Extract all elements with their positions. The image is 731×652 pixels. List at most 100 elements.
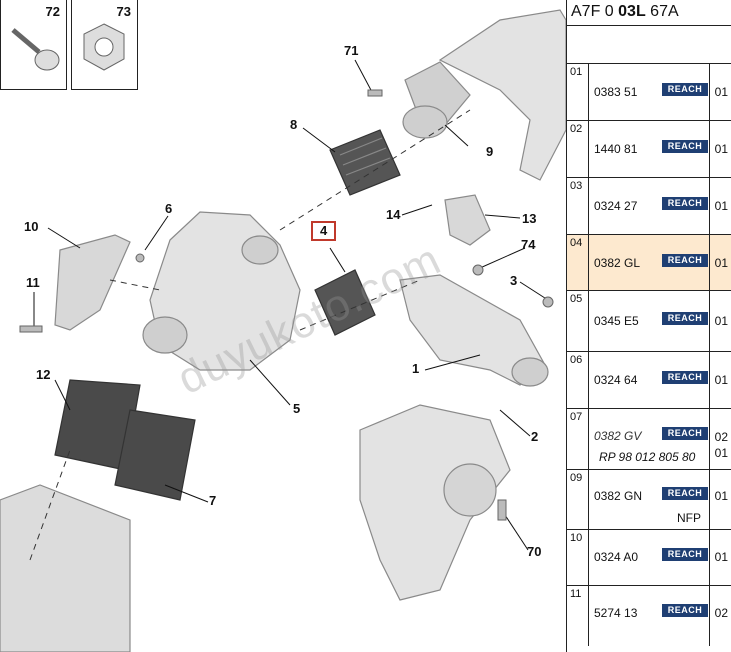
row-ref: 0382 GN	[594, 489, 643, 503]
reach-badge: REACH	[662, 548, 708, 561]
callout-8[interactable]: 8	[290, 117, 298, 132]
row-ref: 0324 27	[594, 199, 638, 213]
row-qty: 01	[714, 373, 728, 387]
list-item-selected[interactable]: 04 0382 GL REACH 01	[567, 235, 731, 291]
bracket-13	[444, 194, 491, 246]
callout-13[interactable]: 13	[522, 211, 537, 226]
bracket-10	[54, 234, 131, 331]
list-item[interactable]: 06 0324 64 REACH 01	[567, 352, 731, 409]
reach-badge: REACH	[662, 254, 708, 267]
row-qty: 01	[714, 256, 728, 270]
hose-8	[329, 129, 401, 196]
row-index: 10	[567, 530, 589, 585]
reach-badge: REACH	[662, 604, 708, 617]
parts-diagram: 72 73 71 8 9 6 10 4 14 13 74 11 3 12 5 1…	[0, 0, 566, 652]
callout-7[interactable]: 7	[209, 493, 217, 508]
row-index: 06	[567, 352, 589, 408]
callout-72: 72	[45, 4, 60, 19]
row-index: 01	[567, 64, 589, 120]
fastener-box-73[interactable]: 73	[71, 0, 138, 90]
qty-column	[709, 530, 731, 585]
screw-icon	[11, 28, 60, 71]
qty-column	[709, 586, 731, 646]
row-index: 02	[567, 121, 589, 177]
row-subref: RP 98 012 805 80	[599, 450, 696, 464]
callout-14[interactable]: 14	[386, 207, 401, 222]
row-note: NFP	[677, 511, 701, 525]
row-ref: 0382 GL	[594, 256, 641, 270]
row-index: 05	[567, 291, 589, 351]
list-item[interactable]: 05 0345 E5 REACH 01	[567, 291, 731, 352]
list-item[interactable]: 09 0382 GN REACH 01 NFP	[567, 470, 731, 530]
callout-2[interactable]: 2	[531, 429, 539, 444]
code-prefix: A7F 0	[571, 3, 619, 20]
hose-7	[114, 409, 196, 501]
callout-11[interactable]: 11	[26, 275, 40, 290]
fastener-box-72[interactable]: 72	[0, 0, 67, 90]
code-suffix: 67A	[645, 3, 679, 20]
hose-4	[314, 269, 376, 336]
reach-badge: REACH	[662, 427, 708, 440]
row-qty: 01	[714, 142, 728, 156]
row-qty: 02	[714, 606, 728, 620]
intercooler	[0, 484, 131, 652]
row-index: 07	[567, 409, 589, 469]
row-index: 03	[567, 178, 589, 234]
row-ref: 0345 E5	[594, 314, 639, 328]
row-qty: 01	[714, 550, 728, 564]
row-index: 04	[567, 235, 589, 290]
row-index: 11	[567, 586, 589, 646]
reach-badge: REACH	[662, 312, 708, 325]
callout-6[interactable]: 6	[165, 201, 173, 216]
list-item[interactable]: 02 1440 81 REACH 01	[567, 121, 731, 178]
qty-column	[709, 235, 731, 290]
list-item[interactable]: 01 0383 51 REACH 01	[567, 64, 731, 121]
row-ref: 0383 51	[594, 85, 638, 99]
list-item[interactable]: 07 0382 GV REACH 02 01 RP 98 012 805 80	[567, 409, 731, 470]
nut-icon	[83, 23, 125, 71]
row-qty: 02	[714, 430, 728, 444]
reach-badge: REACH	[662, 83, 708, 96]
flange-9	[402, 105, 448, 139]
callout-74[interactable]: 74	[521, 237, 536, 252]
reach-badge: REACH	[662, 140, 708, 153]
row-ref: 0324 A0	[594, 550, 639, 564]
list-item[interactable]: 11 5274 13 REACH 02	[567, 586, 731, 646]
callout-12[interactable]: 12	[36, 367, 51, 382]
callout-9[interactable]: 9	[486, 144, 494, 159]
row-qty: 01	[714, 314, 728, 328]
code-bold: 03L	[618, 3, 646, 20]
qty-column	[709, 352, 731, 408]
intake-manifold	[438, 9, 566, 181]
row-qty: 01	[714, 489, 728, 503]
row-qty: 01	[714, 199, 728, 213]
row-ref: 1440 81	[594, 142, 638, 156]
turbocharger	[359, 404, 511, 601]
row-qty-secondary: 01	[714, 446, 728, 460]
row-ref: 0324 64	[594, 373, 638, 387]
callout-73: 73	[116, 4, 131, 19]
pipe-1	[399, 274, 546, 386]
callout-10[interactable]: 10	[24, 219, 39, 234]
callout-5[interactable]: 5	[293, 401, 301, 416]
diagram-drawing	[0, 9, 566, 652]
list-item[interactable]: 10 0324 A0 REACH 01	[567, 530, 731, 586]
row-ref: 5274 13	[594, 606, 638, 620]
callout-1[interactable]: 1	[412, 361, 420, 376]
reach-badge: REACH	[662, 487, 708, 500]
blank-row	[567, 26, 731, 64]
row-qty: 01	[714, 85, 728, 99]
qty-column	[709, 121, 731, 177]
qty-column	[709, 178, 731, 234]
part-code-header: A7F 0 03L 67A	[567, 0, 731, 26]
callout-4-highlighted[interactable]: 4	[311, 221, 337, 241]
callout-70[interactable]: 70	[527, 544, 542, 559]
reach-badge: REACH	[662, 371, 708, 384]
row-index: 09	[567, 470, 589, 529]
qty-column	[709, 409, 731, 469]
list-item[interactable]: 03 0324 27 REACH 01	[567, 178, 731, 235]
qty-column	[709, 64, 731, 120]
callout-3[interactable]: 3	[510, 273, 518, 288]
callout-71[interactable]: 71	[344, 43, 359, 58]
qty-column	[709, 470, 731, 529]
